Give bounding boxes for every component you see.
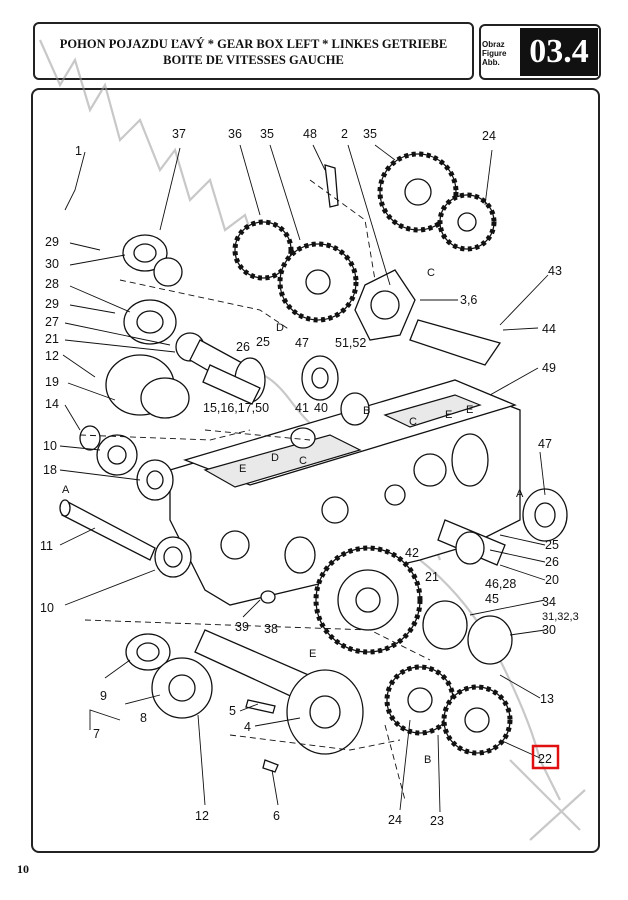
section-e-mid: E bbox=[445, 409, 452, 421]
callout-48: 48 bbox=[303, 127, 317, 141]
callout-15-16-17-50: 15,16,17,50 bbox=[203, 401, 269, 415]
title-line-2: BOITE DE VITESSES GAUCHE bbox=[163, 53, 344, 67]
callout-35: 35 bbox=[260, 127, 274, 141]
callout-27: 27 bbox=[45, 315, 59, 329]
figure-label-abb: Abb. bbox=[482, 58, 500, 67]
callout-42: 42 bbox=[405, 546, 419, 560]
callout-34: 34 bbox=[542, 595, 556, 609]
callout-13: 13 bbox=[540, 692, 554, 706]
lower-gears bbox=[313, 545, 513, 756]
callout-3-6: 3,6 bbox=[460, 293, 477, 307]
figure-label-obraz: Obraz bbox=[482, 40, 505, 49]
callout-41: 41 bbox=[295, 401, 309, 415]
section-d-top: D bbox=[276, 322, 284, 334]
callout-26: 26 bbox=[236, 340, 250, 354]
top-gears bbox=[232, 151, 502, 366]
callout-47-right: 47 bbox=[538, 437, 552, 451]
callout-6: 6 bbox=[273, 809, 280, 823]
figure-labels: Obraz Figure Abb. bbox=[482, 40, 506, 67]
figure-label-figure: Figure bbox=[482, 49, 507, 58]
section-e-right: E bbox=[466, 404, 473, 416]
assembly-dashes bbox=[79, 179, 431, 801]
callout-39: 39 bbox=[235, 620, 249, 634]
diagram-frame bbox=[31, 88, 600, 853]
callout-20: 20 bbox=[545, 573, 559, 587]
callout-38: 38 bbox=[264, 622, 278, 636]
callout-1: 1 bbox=[75, 144, 82, 158]
callout-43: 43 bbox=[548, 264, 562, 278]
callout-12: 12 bbox=[45, 349, 59, 363]
output-shaft-flange bbox=[125, 629, 364, 773]
callout-26-right: 26 bbox=[545, 555, 559, 569]
callout-12-bottom: 12 bbox=[195, 809, 209, 823]
callout-45: 45 bbox=[485, 592, 499, 606]
callout-44: 44 bbox=[542, 322, 556, 336]
callout-29-b: 29 bbox=[45, 297, 59, 311]
callout-14: 14 bbox=[45, 397, 59, 411]
callout-30: 30 bbox=[45, 257, 59, 271]
callout-4: 4 bbox=[244, 720, 251, 734]
callout-7: 7 bbox=[93, 727, 100, 741]
callout-5: 5 bbox=[229, 704, 236, 718]
callout-49: 49 bbox=[542, 361, 556, 375]
section-c-left: C bbox=[299, 455, 307, 467]
callout-23: 23 bbox=[430, 814, 444, 828]
callout-35-top: 35 bbox=[363, 127, 377, 141]
figure-number: 03.4 bbox=[520, 28, 598, 76]
callout-24-top: 24 bbox=[482, 129, 496, 143]
section-a-right: A bbox=[516, 488, 524, 500]
callout-25: 25 bbox=[256, 335, 270, 349]
section-b-top: B bbox=[363, 405, 370, 417]
callout-25-right: 25 bbox=[545, 538, 559, 552]
section-e-left: E bbox=[239, 463, 246, 475]
callout-18: 18 bbox=[43, 463, 57, 477]
section-letters: A A B B C C C D D E E E E bbox=[62, 267, 524, 766]
title-box: POHON POJAZDU ĽAVÝ * GEAR BOX LEFT * LIN… bbox=[33, 22, 474, 80]
section-b-bottom: B bbox=[424, 754, 431, 766]
callout-22: 22 bbox=[538, 752, 552, 766]
callout-51-52: 51,52 bbox=[335, 336, 366, 350]
callout-10: 10 bbox=[43, 439, 57, 453]
callout-24-bottom: 24 bbox=[388, 813, 402, 827]
section-a-left: A bbox=[62, 484, 70, 496]
section-c-top: C bbox=[427, 267, 435, 279]
callout-36: 36 bbox=[228, 127, 242, 141]
page-number: 10 bbox=[17, 862, 29, 876]
callout-29: 29 bbox=[45, 235, 59, 249]
section-c-mid: C bbox=[409, 416, 417, 428]
callout-40: 40 bbox=[314, 401, 328, 415]
callout-21-right: 21 bbox=[425, 570, 439, 584]
callout-labels: 1 37 36 35 48 2 35 24 29 30 28 29 27 21 … bbox=[40, 127, 579, 828]
section-d-mid: D bbox=[271, 452, 279, 464]
callout-19: 19 bbox=[45, 375, 59, 389]
highlight-box[interactable] bbox=[531, 744, 560, 770]
callout-46-28: 46,28 bbox=[485, 577, 516, 591]
callout-47: 47 bbox=[295, 336, 309, 350]
section-e-bottom: E bbox=[309, 648, 316, 660]
callout-8: 8 bbox=[140, 711, 147, 725]
callout-9: 9 bbox=[100, 689, 107, 703]
shaft-11 bbox=[59, 499, 192, 578]
callout-30-right: 30 bbox=[542, 623, 556, 637]
callout-31-32-3: 31,32,3 bbox=[542, 611, 579, 623]
leader-lines bbox=[59, 144, 549, 813]
middle-parts bbox=[202, 355, 568, 665]
figure-box bbox=[479, 24, 601, 80]
callout-10-b: 10 bbox=[40, 601, 54, 615]
callout-37: 37 bbox=[172, 127, 186, 141]
callout-21: 21 bbox=[45, 332, 59, 346]
callout-11: 11 bbox=[40, 539, 53, 553]
callout-2: 2 bbox=[341, 127, 348, 141]
title-line-1: POHON POJAZDU ĽAVÝ * GEAR BOX LEFT * LIN… bbox=[59, 37, 448, 51]
callout-28: 28 bbox=[45, 277, 59, 291]
